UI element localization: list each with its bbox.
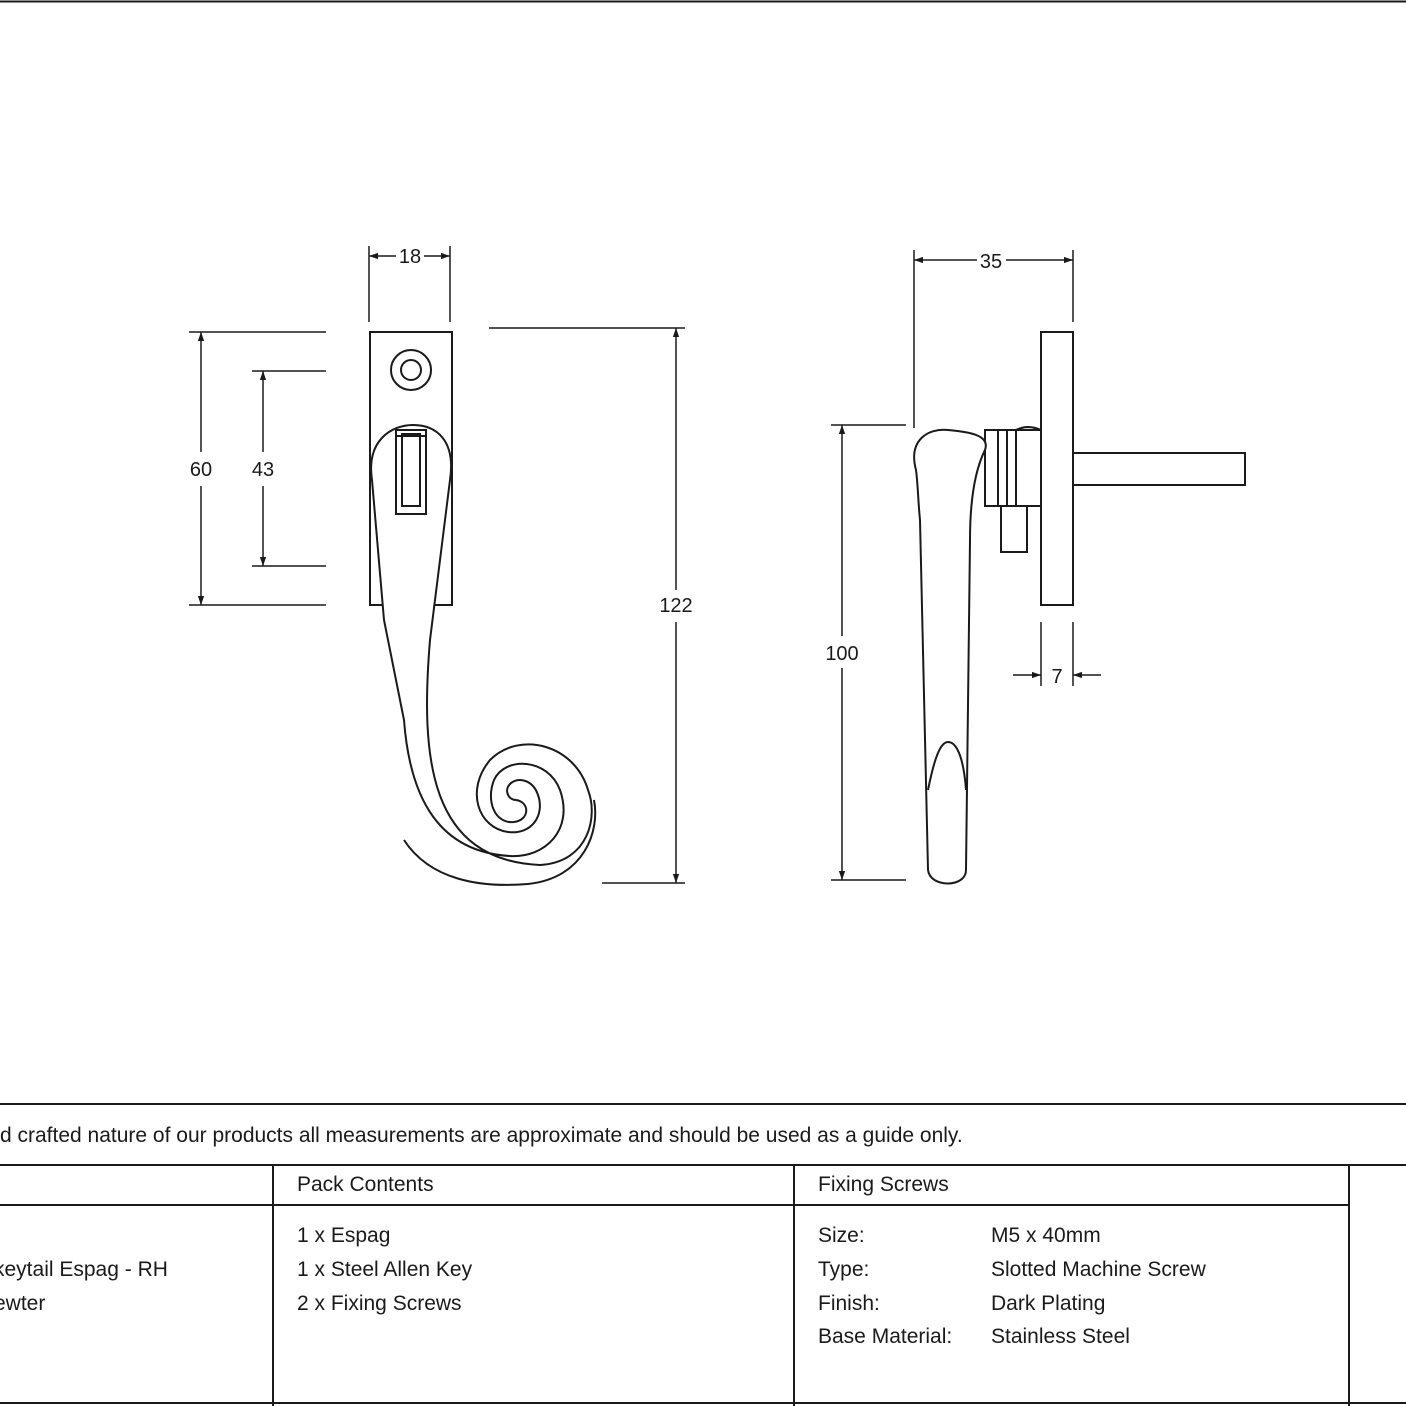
dim-label-43: 43 <box>252 459 274 481</box>
screw-value-material: Stainless Steel <box>991 1325 1130 1348</box>
screw-label-finish: Finish: <box>818 1292 880 1315</box>
front-spindle-inner <box>401 433 421 507</box>
dim-label-60: 60 <box>190 459 212 481</box>
dim-front-hole-spacing <box>252 370 326 567</box>
info-table-lines <box>0 1103 1406 1406</box>
screw-value-size: M5 x 40mm <box>991 1224 1101 1247</box>
front-spindle-block <box>395 429 427 515</box>
pack-contents-header: Pack Contents <box>297 1173 434 1196</box>
dim-front-total-height <box>489 327 685 884</box>
side-handle-outline <box>913 428 987 885</box>
screw-label-size: Size: <box>818 1224 865 1247</box>
dim-label-122: 122 <box>659 595 692 617</box>
side-collar <box>984 429 1042 507</box>
dim-side-handle-height <box>831 424 906 881</box>
dim-front-plate-height <box>189 331 326 606</box>
product-name-line1: keytail Espag - RH <box>0 1258 168 1281</box>
side-backplate <box>1040 331 1074 606</box>
side-key-stub <box>1000 505 1028 553</box>
front-view <box>369 331 597 886</box>
screw-label-material: Base Material: <box>818 1325 952 1348</box>
spiral-inner-line <box>403 799 597 886</box>
product-name-line2: ewter <box>0 1292 45 1315</box>
dim-front-width <box>368 246 451 322</box>
fixing-screws-header: Fixing Screws <box>818 1173 949 1196</box>
side-view <box>913 331 1246 885</box>
screw-value-finish: Dark Plating <box>991 1292 1105 1315</box>
screw-label-type: Type: <box>818 1258 869 1281</box>
pack-item: 1 x Espag <box>297 1224 390 1247</box>
pack-item: 1 x Steel Allen Key <box>297 1258 473 1281</box>
dim-label-100: 100 <box>825 643 858 665</box>
screw-value-type: Slotted Machine Screw <box>991 1258 1207 1281</box>
dim-side-plate-thickness <box>1013 622 1101 686</box>
side-handle-tail <box>927 740 967 791</box>
fixing-hole-outer <box>390 349 432 391</box>
disclaimer-text: d crafted nature of our products all mea… <box>0 1124 963 1147</box>
dim-label-18: 18 <box>399 246 421 268</box>
side-spindle-bar <box>1072 452 1246 486</box>
front-handle-outline <box>370 423 593 867</box>
pack-item: 2 x Fixing Screws <box>297 1292 462 1315</box>
dim-side-depth <box>913 250 1074 428</box>
dim-label-35: 35 <box>980 251 1002 273</box>
fixing-hole-inner <box>400 359 422 381</box>
dim-label-7: 7 <box>1051 666 1062 688</box>
